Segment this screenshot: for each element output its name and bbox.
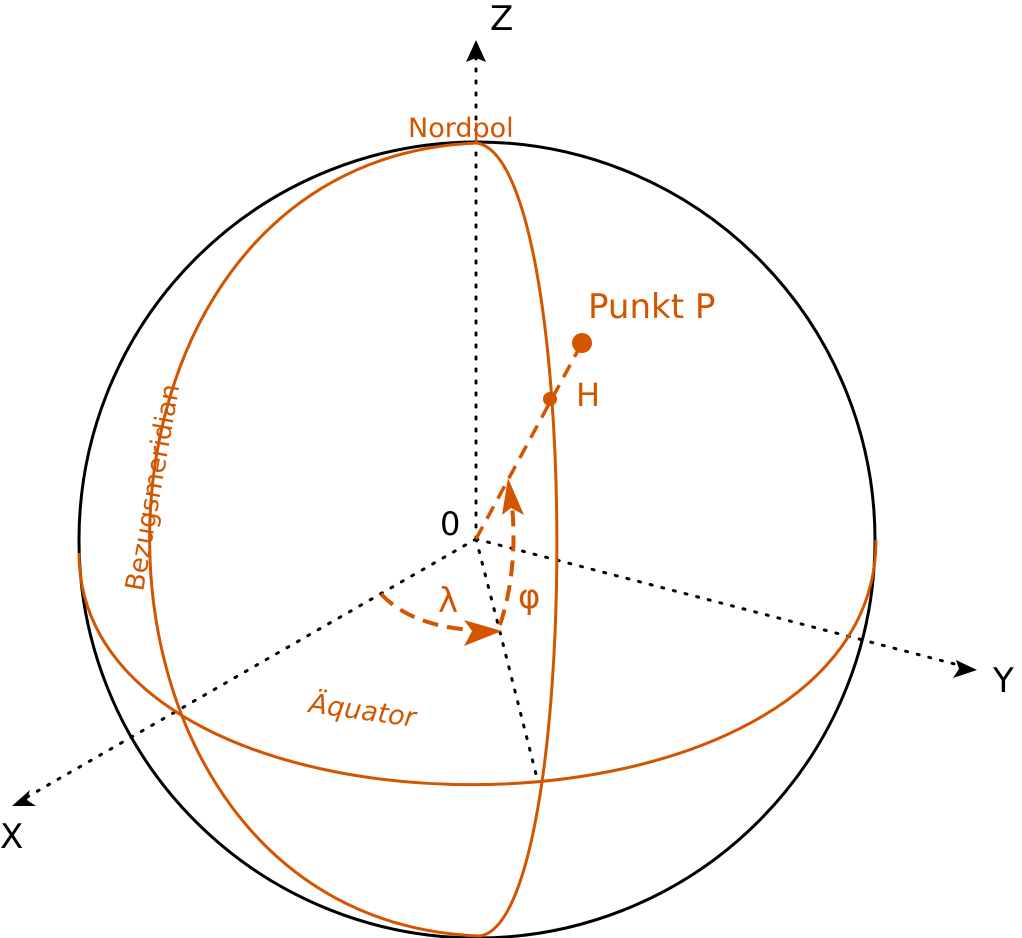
- phi-arrowhead: [502, 478, 524, 515]
- phi-label: φ: [518, 577, 540, 617]
- point-p-marker: [572, 333, 592, 353]
- z-arrowhead: [466, 40, 486, 62]
- projection-line: [474, 537, 539, 780]
- y-axis: [474, 537, 968, 669]
- x-axis-label: X: [0, 817, 23, 857]
- y-axis-label: Y: [992, 661, 1014, 701]
- reference-meridian-label: Bezugsmeridian: [120, 382, 186, 593]
- lambda-arrowhead: [464, 620, 502, 646]
- h-label: H: [576, 376, 600, 414]
- reference-meridian: [148, 141, 481, 938]
- point-p-label: Punkt P: [588, 287, 715, 327]
- y-arrowhead: [953, 660, 977, 678]
- lambda-label: λ: [438, 581, 458, 621]
- x-axis: [20, 537, 478, 802]
- north-pole-label: Nordpol: [408, 113, 514, 144]
- z-axis-label: Z: [490, 0, 513, 39]
- x-arrowhead: [12, 790, 36, 806]
- lambda-arc: [379, 592, 471, 632]
- meridian-through-p: [476, 141, 559, 938]
- radius-to-p: [474, 342, 584, 540]
- equator: [77, 539, 878, 787]
- point-h-marker: [543, 392, 557, 406]
- equator-label: Äquator: [305, 687, 420, 734]
- origin-label: 0: [440, 505, 460, 543]
- phi-arc: [498, 504, 516, 626]
